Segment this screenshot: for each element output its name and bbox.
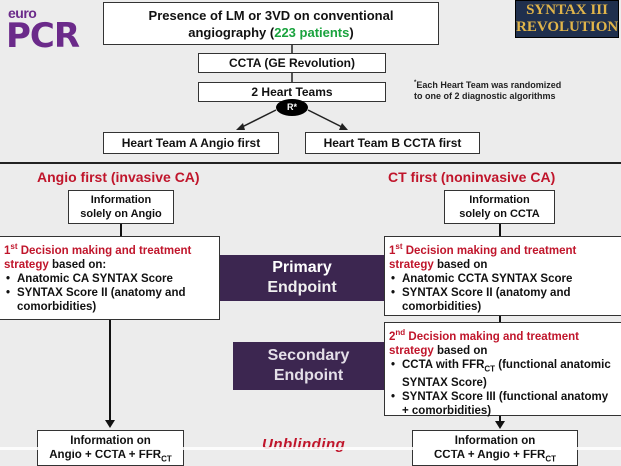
info-angio-box: Information solely on Angio xyxy=(68,190,174,224)
randomization-note: *Each Heart Team was randomized to one o… xyxy=(414,80,562,101)
right-bullet-2: SYNTAX Score II (anatomy and comorbiditi… xyxy=(389,286,617,314)
team-a-box: Heart Team A Angio first xyxy=(103,132,279,154)
right-bullet-3: CCTA with FFRCT (functional anatomic SYN… xyxy=(389,358,617,390)
unblinding-label: Unblinding xyxy=(262,436,346,453)
primary-endpoint-band: Primary Endpoint xyxy=(220,255,384,301)
syntax-logo-line1: SYNTAX III xyxy=(526,2,608,18)
left-down-line xyxy=(109,320,111,420)
randomization-oval: R* xyxy=(276,99,308,116)
video-progress-track[interactable] xyxy=(0,447,621,450)
left-down-arrowhead xyxy=(105,420,115,428)
right-bullet-1: Anatomic CCTA SYNTAX Score xyxy=(389,272,617,286)
right-mid-line xyxy=(499,316,501,322)
left-bullet-1: Anatomic CA SYNTAX Score xyxy=(4,272,215,286)
right-decision-box-1: 1st Decision making and treatment strate… xyxy=(384,236,621,316)
patient-count: 223 patients xyxy=(274,24,350,40)
info-ccta-box: Information solely on CCTA xyxy=(444,190,555,224)
europcr-logo-small: euro xyxy=(8,5,37,21)
right-down-arrowhead xyxy=(495,421,505,429)
inclusion-line2: angiography (223 patients) xyxy=(188,24,354,40)
right-decision-bullets-2: CCTA with FFRCT (functional anatomic SYN… xyxy=(389,358,617,418)
right-bullet-4: SYNTAX Score III (functional anatomy + c… xyxy=(389,390,617,418)
connector-left-top xyxy=(120,224,122,236)
syntax-logo-line2: REVOLUTION xyxy=(516,19,619,35)
left-decision-bullets: Anatomic CA SYNTAX Score SYNTAX Score II… xyxy=(4,272,215,314)
section-divider xyxy=(0,162,621,164)
europcr-logo: PCR xyxy=(6,16,80,56)
left-bullet-2: SYNTAX Score II (anatomy and comorbiditi… xyxy=(4,286,215,314)
right-decision-bullets-1: Anatomic CCTA SYNTAX Score SYNTAX Score … xyxy=(389,272,617,314)
inclusion-line1: Presence of LM or 3VD on conventional xyxy=(148,7,394,23)
ccta-box: CCTA (GE Revolution) xyxy=(198,53,386,73)
angio-first-title: Angio first (invasive CA) xyxy=(37,169,200,185)
syntax-revolution-logo: SYNTAX III REVOLUTION xyxy=(515,0,619,38)
team-b-box: Heart Team B CCTA first xyxy=(305,132,480,154)
connector-right-top xyxy=(499,224,501,236)
right-decision-box-2: 2nd Decision making and treatment strate… xyxy=(384,322,621,418)
right-down-line xyxy=(499,416,501,422)
secondary-endpoint-band: Secondary Endpoint xyxy=(233,342,384,390)
left-decision-box: 1st Decision making and treatment strate… xyxy=(0,236,220,320)
ct-first-title: CT first (noninvasive CA) xyxy=(388,169,556,185)
inclusion-box: Presence of LM or 3VD on conventional an… xyxy=(103,2,439,45)
